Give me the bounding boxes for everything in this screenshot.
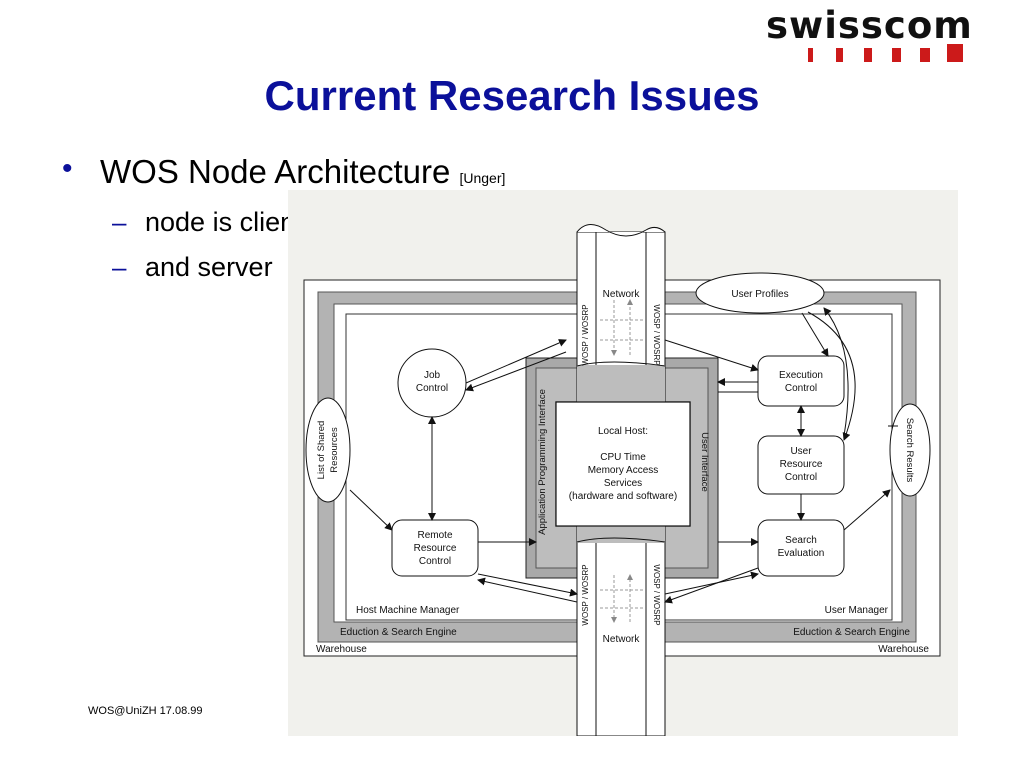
wosp-bottom-left: WOSP / WOSRP [581,564,590,625]
bullet-citation: [Unger] [459,170,506,186]
diagram-arrows [349,307,898,604]
sub-bullet-server: and server [145,252,273,282]
local-host-line-3: Memory Access [588,465,659,476]
shared-resources-line-2: Resources [329,427,340,473]
footer-text: WOS@UniZH 17.08.99 [88,705,203,717]
api-label: Application Programming Interface [537,389,548,535]
node-architecture-diagram: Network Network WOSP / WOSRP WOSP / WOSR… [288,190,958,736]
job-control-line-1: Job [424,370,441,381]
execution-control-line-2: Control [785,383,817,394]
wosp-top-left: WOSP / WOSRP [581,304,590,365]
search-evaluation-line-1: Search [785,535,817,546]
host-machine-manager-label: Host Machine Manager [356,605,460,616]
bullet-dot: • [62,152,73,185]
remote-resource-line-2: Resource [414,543,457,554]
execution-control-line-1: Execution [779,370,823,381]
network-pipe-top [576,224,666,237]
job-control-line-2: Control [416,383,448,394]
sub-dash-1: – [112,207,127,237]
search-evaluation-line-2: Evaluation [778,548,825,559]
local-host-line-5: (hardware and software) [569,491,677,502]
wosp-bottom-right: WOSP / WOSRP [652,564,661,625]
shared-resources-node [305,397,351,503]
network-bottom-label: Network [603,634,641,645]
warehouse-right-label: Warehouse [878,644,929,655]
user-manager-label: User Manager [825,605,889,616]
user-resource-line-3: Control [785,472,817,483]
slide-title: Current Research Issues [264,72,760,119]
user-profiles-label: User Profiles [731,289,788,300]
remote-resource-line-3: Control [419,556,451,567]
search-results-label: Search Results [904,418,915,483]
user-profiles-node [695,272,825,314]
network-top-label: Network [603,289,641,300]
user-interface-label: User Interface [699,432,710,492]
execution-control-node [757,355,845,407]
eduction-left-label: Eduction & Search Engine [340,627,457,638]
network-bottom-arrows [600,574,643,623]
eduction-right-label: Eduction & Search Engine [793,627,910,638]
sub-bullet-client: node is client [145,207,303,237]
user-resource-line-1: User [790,446,812,457]
network-top-arrows [600,299,643,356]
swisscom-logo-bars [808,44,963,62]
remote-resource-line-1: Remote [417,530,452,541]
wosp-top-right: WOSP / WOSRP [652,304,661,365]
warehouse-left-label: Warehouse [316,644,367,655]
local-host-line-1: Local Host: [598,426,648,437]
search-results-node [889,403,931,497]
sub-dash-2: – [112,252,127,282]
bullet-main-text: WOS Node Architecture [100,153,451,190]
shared-resources-line-1: List of Shared [316,421,327,480]
bullet-main: WOS Node Architecture [Unger] [100,153,505,191]
local-host-line-4: Services [604,478,642,489]
swisscom-logo: swisscom [766,4,973,47]
local-host-line-2: CPU Time [600,452,646,463]
user-resource-line-2: Resource [780,459,823,470]
